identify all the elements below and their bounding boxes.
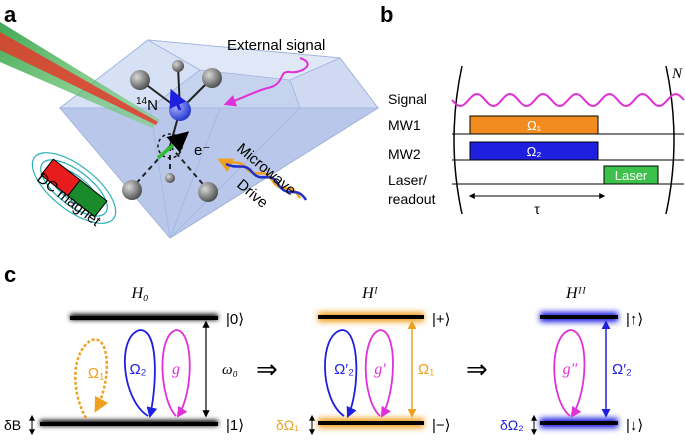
h0-omega1-label: Ω₁ xyxy=(88,365,104,382)
carbon-atom xyxy=(198,182,218,202)
h0-title: H₀ xyxy=(130,285,148,302)
laser-pulse-label: Laser xyxy=(615,168,648,183)
row-label-mw1: MW1 xyxy=(388,117,421,133)
signal-waveform xyxy=(451,92,685,108)
microwave-wave-orange xyxy=(217,158,302,199)
h0-level-bottom xyxy=(40,422,218,426)
row-label-signal: Signal xyxy=(388,91,427,107)
mw1-pulse xyxy=(469,115,599,135)
h2-title: Hᴵᴵ xyxy=(565,285,587,302)
repeat-count: N xyxy=(671,66,683,82)
row-label-mw2: MW2 xyxy=(388,146,421,162)
external-signal-arrow xyxy=(223,57,309,107)
carbon-atom xyxy=(165,173,175,183)
left-bracket xyxy=(453,65,463,215)
h0-delta-label: δB xyxy=(4,417,21,433)
carbon-atom xyxy=(202,68,222,88)
h2-ket-bottom: |↓⟩ xyxy=(626,417,643,434)
row-label-readout: readout xyxy=(388,191,436,207)
hamiltonian-h1: Hᴵ Ω′₂ g′ Ω₁ |+⟩ |−⟩ δΩ₁ xyxy=(276,285,451,436)
tau-label: τ xyxy=(534,201,540,217)
panel-label-a: a xyxy=(4,2,17,27)
carbon-atom xyxy=(172,60,184,72)
mw2-pulse-label: Ω₂ xyxy=(527,144,542,159)
h2-delta-label: δΩ₂ xyxy=(500,417,524,433)
h1-g-loop xyxy=(364,329,394,418)
h1-delta-label: δΩ₁ xyxy=(276,417,299,433)
h1-level-bottom xyxy=(318,421,424,425)
laser-pulse xyxy=(603,165,659,185)
hamiltonian-h0: H₀ Ω₁ Ω₂ g ω₀ |0⟩ |1⟩ δB xyxy=(4,285,244,436)
h0-omega2-loop xyxy=(124,329,158,419)
external-signal-label: External signal xyxy=(227,37,325,54)
lattice xyxy=(122,60,222,202)
h2-level-bottom xyxy=(540,421,618,425)
h0-g-loop xyxy=(161,329,191,418)
h1-title: Hᴵ xyxy=(361,285,379,302)
panel-label-b: b xyxy=(380,2,393,27)
h0-ket-top: |0⟩ xyxy=(226,311,244,328)
h1-ket-bottom: |−⟩ xyxy=(432,417,451,434)
electron-spin-arrow xyxy=(156,131,190,160)
implies-arrow-2: ⇒ xyxy=(466,354,488,384)
dc-magnet xyxy=(31,152,117,224)
h0-omega1-loop xyxy=(74,338,109,419)
h2-ket-top: |↑⟩ xyxy=(626,311,643,328)
h0-ket-bottom: |1⟩ xyxy=(226,417,244,434)
h1-level-top xyxy=(318,315,424,319)
panel-label-c: c xyxy=(4,262,16,287)
mw2-pulse xyxy=(469,141,599,161)
h0-level-top xyxy=(70,316,218,320)
h2-g-label: g″ xyxy=(563,361,578,378)
microwave-wave-blue xyxy=(225,162,308,201)
h2-g-loop xyxy=(553,329,586,418)
laser-beam xyxy=(0,22,160,128)
h1-ket-top: |+⟩ xyxy=(432,311,451,328)
carbon-atom xyxy=(130,70,150,90)
h2-level-top xyxy=(540,315,618,319)
h2-omega2-label: Ω′₂ xyxy=(612,361,632,378)
right-bracket xyxy=(665,65,675,215)
nitrogen-label: 14N xyxy=(136,96,158,114)
h0-omega0-label: ω₀ xyxy=(222,362,238,378)
h1-omega1-label: Ω₁ xyxy=(418,361,434,378)
h0-g-label: g xyxy=(172,361,180,378)
mw1-pulse-label: Ω₁ xyxy=(527,118,542,133)
h1-omega2-loop xyxy=(324,329,358,418)
hamiltonian-h2: Hᴵᴵ g″ Ω′₂ |↑⟩ |↓⟩ δΩ₂ xyxy=(500,285,643,436)
h1-omega2-label: Ω′₂ xyxy=(334,361,354,378)
electron-label: e⁻ xyxy=(194,142,210,159)
h1-g-label: g′ xyxy=(374,361,386,378)
carbon-atom xyxy=(122,180,142,200)
row-label-laser: Laser/ xyxy=(388,172,427,188)
implies-arrow-1: ⇒ xyxy=(256,354,278,384)
h0-omega2-label: Ω₂ xyxy=(129,361,146,378)
